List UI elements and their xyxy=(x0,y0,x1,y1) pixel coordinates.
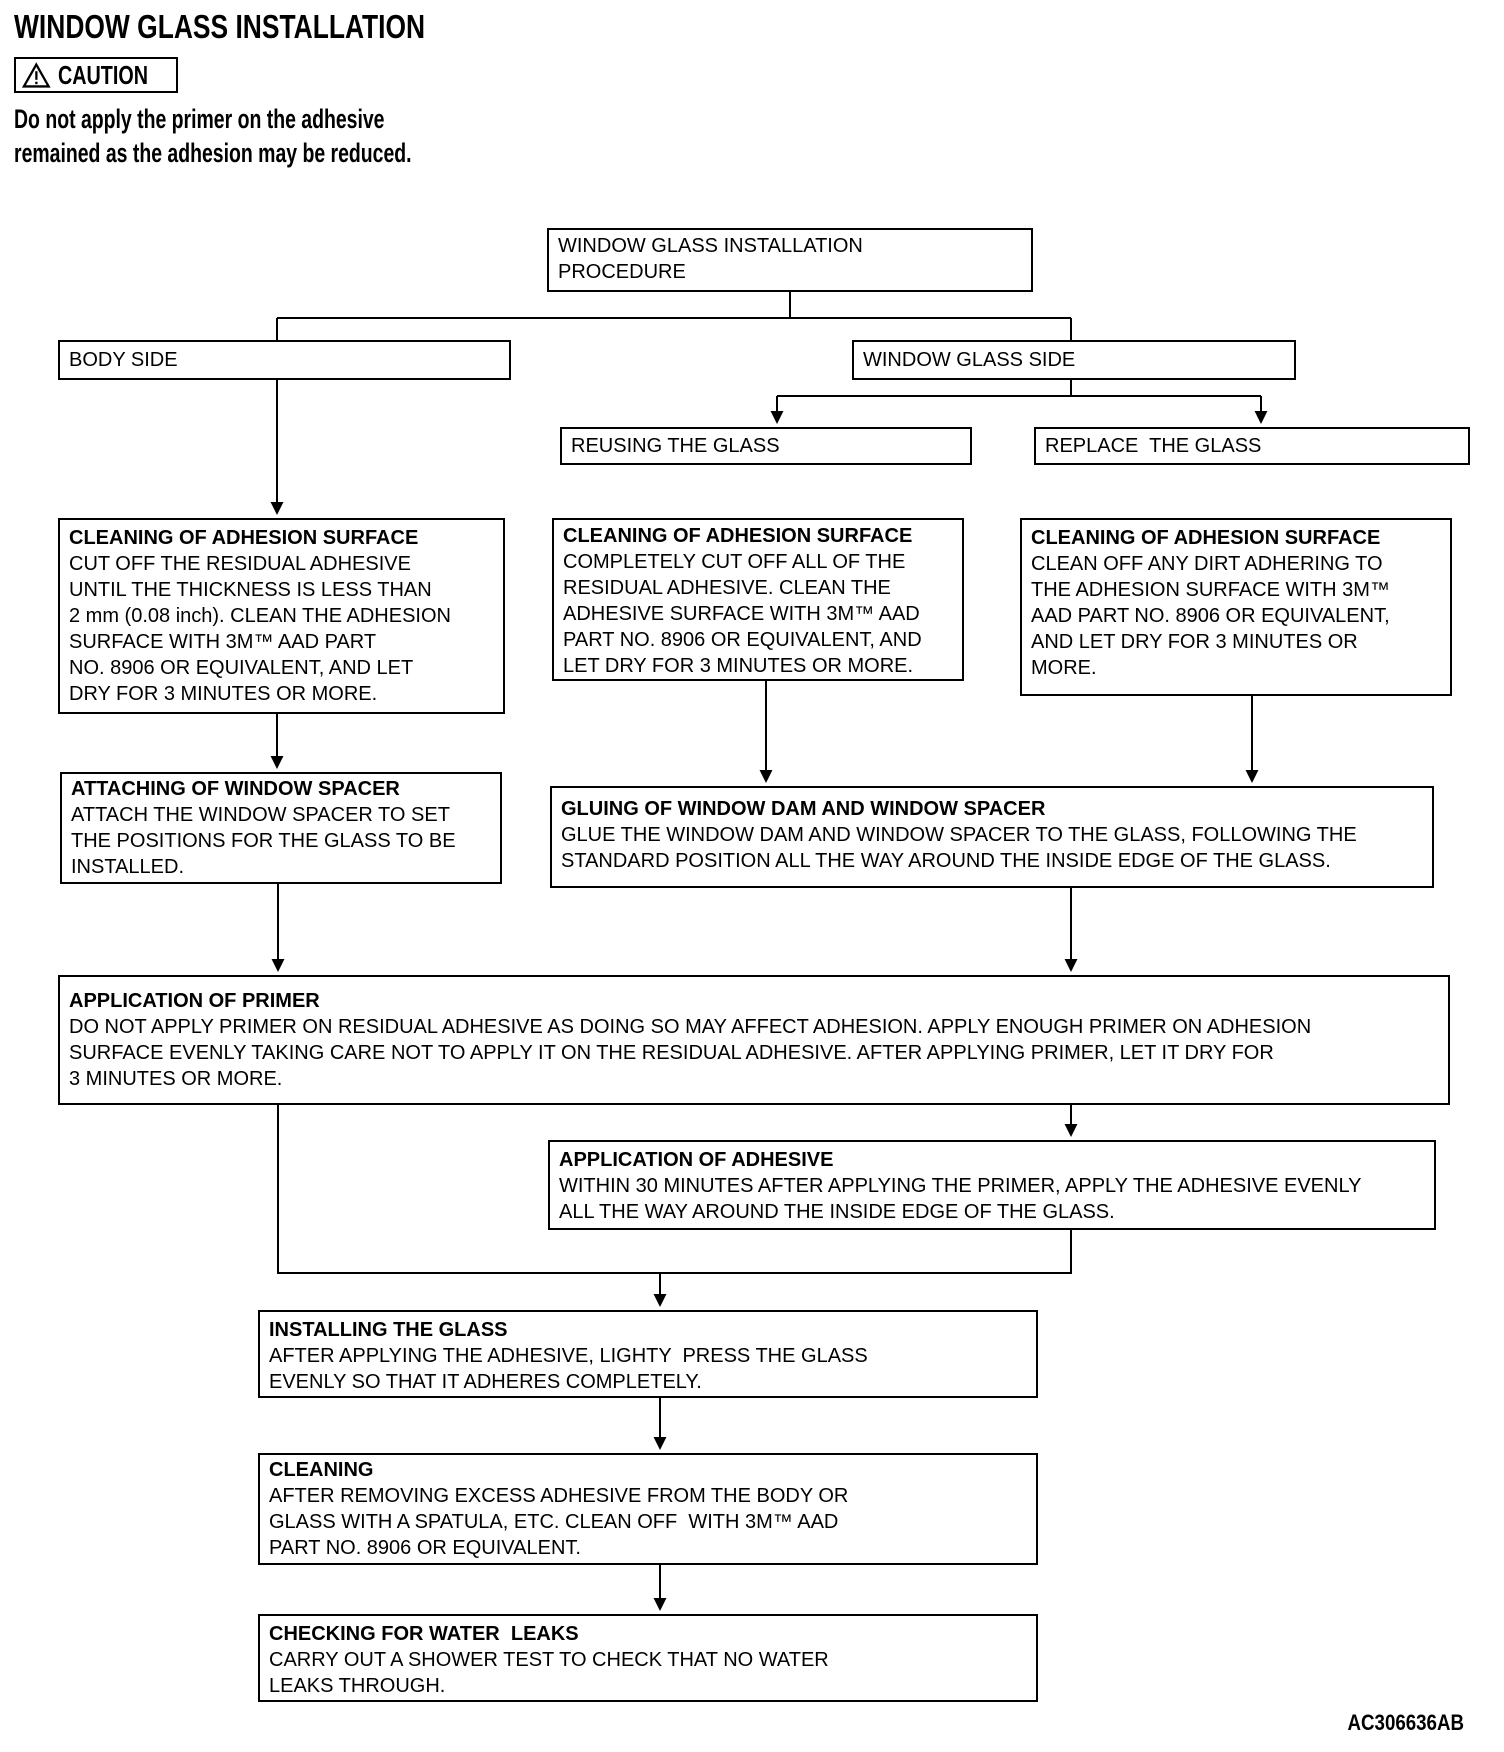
node-cleaning-body-side: CLEANING OF ADHESION SURFACE CUT OFF THE… xyxy=(58,518,505,714)
node-replace-glass: REPLACE THE GLASS xyxy=(1034,427,1470,465)
node-reusing-glass: REUSING THE GLASS xyxy=(560,427,972,465)
node-body: CARRY OUT A SHOWER TEST TO CHECK THAT NO… xyxy=(269,1649,829,1697)
node-title: CHECKING FOR WATER LEAKS xyxy=(269,1623,579,1645)
node-window-glass-side: WINDOW GLASS SIDE xyxy=(852,340,1296,380)
node-body: ATTACH THE WINDOW SPACER TO SET THE POSI… xyxy=(71,804,456,878)
node-body: DO NOT APPLY PRIMER ON RESIDUAL ADHESIVE… xyxy=(69,1016,1312,1090)
node-title: CLEANING OF ADHESION SURFACE xyxy=(69,527,419,549)
caution-label: CAUTION xyxy=(57,59,148,90)
node-title: ATTACHING OF WINDOW SPACER xyxy=(71,778,400,800)
node-title: CLEANING OF ADHESION SURFACE xyxy=(1031,527,1381,549)
node-body: AFTER REMOVING EXCESS ADHESIVE FROM THE … xyxy=(269,1485,849,1559)
node-window-glass-side-label: WINDOW GLASS SIDE xyxy=(863,349,1076,371)
node-attaching-spacer: ATTACHING OF WINDOW SPACER ATTACH THE WI… xyxy=(60,772,502,884)
node-checking-water-leaks: CHECKING FOR WATER LEAKS CARRY OUT A SHO… xyxy=(258,1614,1038,1702)
node-title: APPLICATION OF ADHESIVE xyxy=(559,1149,834,1171)
node-body: GLUE THE WINDOW DAM AND WINDOW SPACER TO… xyxy=(561,824,1357,872)
node-body-side-label: BODY SIDE xyxy=(69,349,178,371)
node-cleaning-replace: CLEANING OF ADHESION SURFACE CLEAN OFF A… xyxy=(1020,518,1452,696)
page-title: WINDOW GLASS INSTALLATION xyxy=(14,8,426,45)
node-installing-glass: INSTALLING THE GLASS AFTER APPLYING THE … xyxy=(258,1310,1038,1398)
node-gluing-dam-spacer: GLUING OF WINDOW DAM AND WINDOW SPACER G… xyxy=(550,786,1434,888)
node-title: CLEANING xyxy=(269,1459,374,1481)
node-application-adhesive: APPLICATION OF ADHESIVE WITHIN 30 MINUTE… xyxy=(548,1140,1436,1230)
node-body: WITHIN 30 MINUTES AFTER APPLYING THE PRI… xyxy=(559,1175,1362,1223)
figure-code: AC306636AB xyxy=(1347,1710,1464,1735)
node-body: CLEAN OFF ANY DIRT ADHERING TO THE ADHES… xyxy=(1031,553,1390,679)
node-title: APPLICATION OF PRIMER xyxy=(69,990,320,1012)
node-procedure-label: WINDOW GLASS INSTALLATION PROCEDURE xyxy=(558,235,863,283)
node-title: INSTALLING THE GLASS xyxy=(269,1319,508,1341)
node-procedure: WINDOW GLASS INSTALLATION PROCEDURE xyxy=(547,228,1033,292)
caution-text: Do not apply the primer on the adhesive … xyxy=(14,104,412,168)
node-cleaning: CLEANING AFTER REMOVING EXCESS ADHESIVE … xyxy=(258,1453,1038,1565)
node-body: COMPLETELY CUT OFF ALL OF THE RESIDUAL A… xyxy=(563,551,922,677)
node-reusing-glass-label: REUSING THE GLASS xyxy=(571,435,780,457)
node-title: CLEANING OF ADHESION SURFACE xyxy=(563,525,913,547)
node-body: AFTER APPLYING THE ADHESIVE, LIGHTY PRES… xyxy=(269,1345,868,1393)
node-body-side: BODY SIDE xyxy=(58,340,511,380)
node-body: CUT OFF THE RESIDUAL ADHESIVE UNTIL THE … xyxy=(69,553,451,705)
node-cleaning-reuse: CLEANING OF ADHESION SURFACE COMPLETELY … xyxy=(552,518,964,681)
node-application-primer: APPLICATION OF PRIMER DO NOT APPLY PRIME… xyxy=(58,975,1450,1105)
warning-triangle-icon xyxy=(22,61,51,88)
node-title: GLUING OF WINDOW DAM AND WINDOW SPACER xyxy=(561,798,1046,820)
caution-box: CAUTION xyxy=(14,57,178,93)
node-replace-glass-label: REPLACE THE GLASS xyxy=(1045,435,1262,457)
